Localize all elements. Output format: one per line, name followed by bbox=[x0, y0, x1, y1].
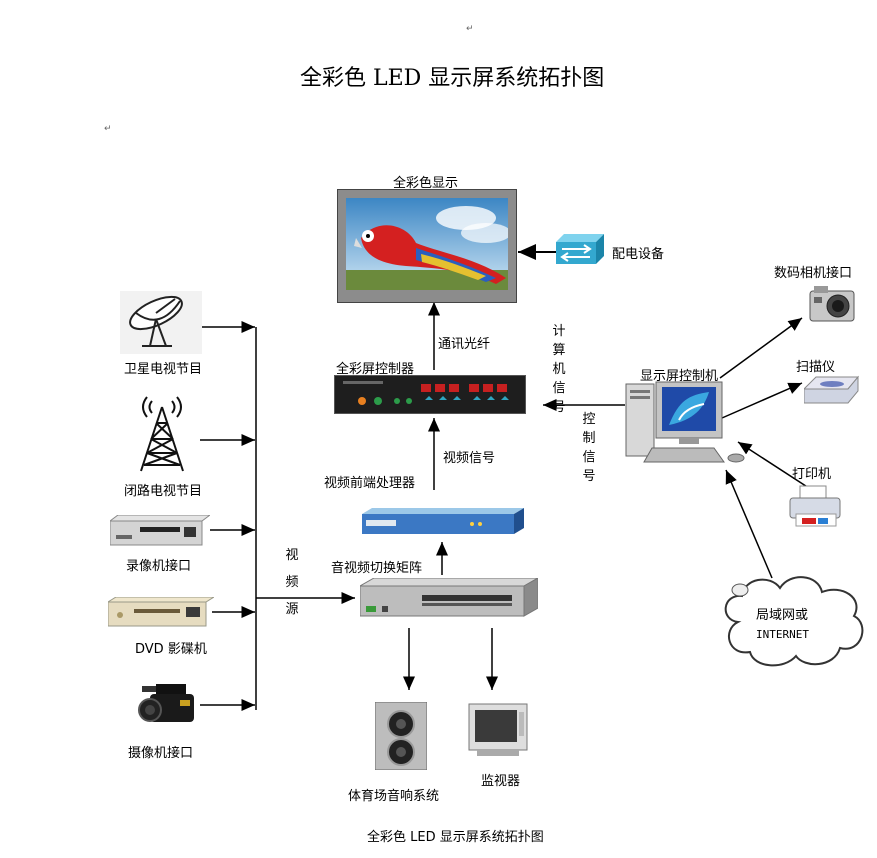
camcorder-port-label: 摄像机接口 bbox=[128, 746, 194, 761]
cloud-icon bbox=[718, 572, 868, 674]
computer-signal-label: 计算机信号 bbox=[552, 324, 566, 415]
network-switch-icon bbox=[556, 234, 604, 268]
power-equipment-label: 配电设备 bbox=[612, 247, 665, 262]
parrot-image bbox=[346, 198, 508, 290]
screen-controller-label: 全彩屏控制器 bbox=[336, 362, 415, 377]
fiber-label: 通讯光纤 bbox=[438, 337, 491, 352]
figure-caption: 全彩色 LED 显示屏系统拓扑图 bbox=[367, 830, 544, 845]
dvd-label: DVD 影碟机 bbox=[135, 642, 207, 657]
printer-icon bbox=[788, 484, 844, 534]
vcr-icon bbox=[108, 514, 212, 551]
vcr-port-label: 录像机接口 bbox=[126, 559, 192, 574]
camera-port-label: 数码相机接口 bbox=[774, 266, 853, 281]
stadium-audio-label: 体育场音响系统 bbox=[348, 789, 440, 804]
scanner-label: 扫描仪 bbox=[796, 360, 836, 375]
led-display-label: 全彩色显示 bbox=[393, 176, 459, 191]
speaker-icon bbox=[374, 701, 428, 774]
page-title: 全彩色 LED 显示屏系统拓扑图 bbox=[300, 66, 605, 91]
lan-label: 局域网或 bbox=[756, 608, 809, 623]
scanner-icon bbox=[802, 375, 860, 411]
digital-camera-icon bbox=[808, 283, 856, 327]
video-signal-label: 视频信号 bbox=[443, 451, 496, 466]
control-signal-label: 控制信号 bbox=[582, 412, 596, 484]
crt-monitor-icon bbox=[467, 702, 529, 762]
video-frontend-label: 视频前端处理器 bbox=[324, 476, 416, 491]
rack-processor-icon bbox=[362, 508, 524, 540]
video-source-label: 视频源 bbox=[285, 548, 299, 617]
paragraph-mark-icon: ↵ bbox=[104, 124, 112, 134]
dvd-player-icon bbox=[106, 596, 216, 631]
av-matrix-label: 音视频切换矩阵 bbox=[331, 561, 423, 576]
monitor-label: 监视器 bbox=[481, 774, 521, 789]
satellite-tv-label: 卫星电视节目 bbox=[124, 362, 203, 377]
broadcast-tower-icon bbox=[135, 395, 190, 479]
matrix-switcher-icon bbox=[358, 577, 540, 622]
cctv-label: 闭路电视节目 bbox=[124, 484, 203, 499]
controller-device-icon bbox=[334, 375, 526, 414]
satellite-dish-icon bbox=[120, 291, 202, 354]
led-display bbox=[337, 189, 517, 303]
camcorder-icon bbox=[136, 682, 200, 734]
internet-label: INTERNET bbox=[756, 628, 809, 641]
control-pc-label: 显示屏控制机 bbox=[640, 369, 719, 384]
computer-icon bbox=[624, 380, 749, 470]
paragraph-mark-icon: ↵ bbox=[466, 24, 474, 34]
printer-label: 打印机 bbox=[792, 467, 832, 482]
